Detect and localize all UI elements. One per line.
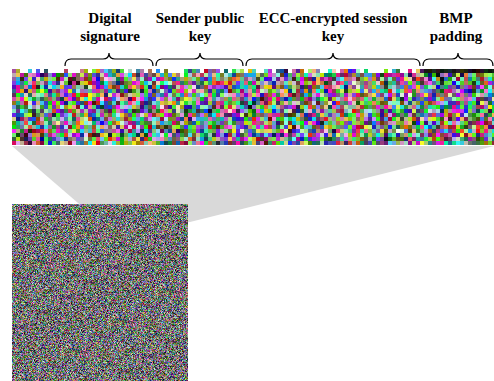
field-label: ECC-encrypted session key: [258, 9, 408, 45]
field-label: Digital signature: [60, 9, 160, 45]
field-label: BMP padding: [420, 9, 492, 45]
encrypted-pixel-strip: [12, 69, 494, 145]
stego-image: [12, 204, 188, 381]
brace: [156, 53, 243, 66]
brace: [246, 53, 420, 66]
brace-group: [65, 53, 493, 66]
brace: [65, 53, 153, 66]
field-label: Sender public key: [155, 9, 245, 45]
brace: [423, 53, 493, 66]
